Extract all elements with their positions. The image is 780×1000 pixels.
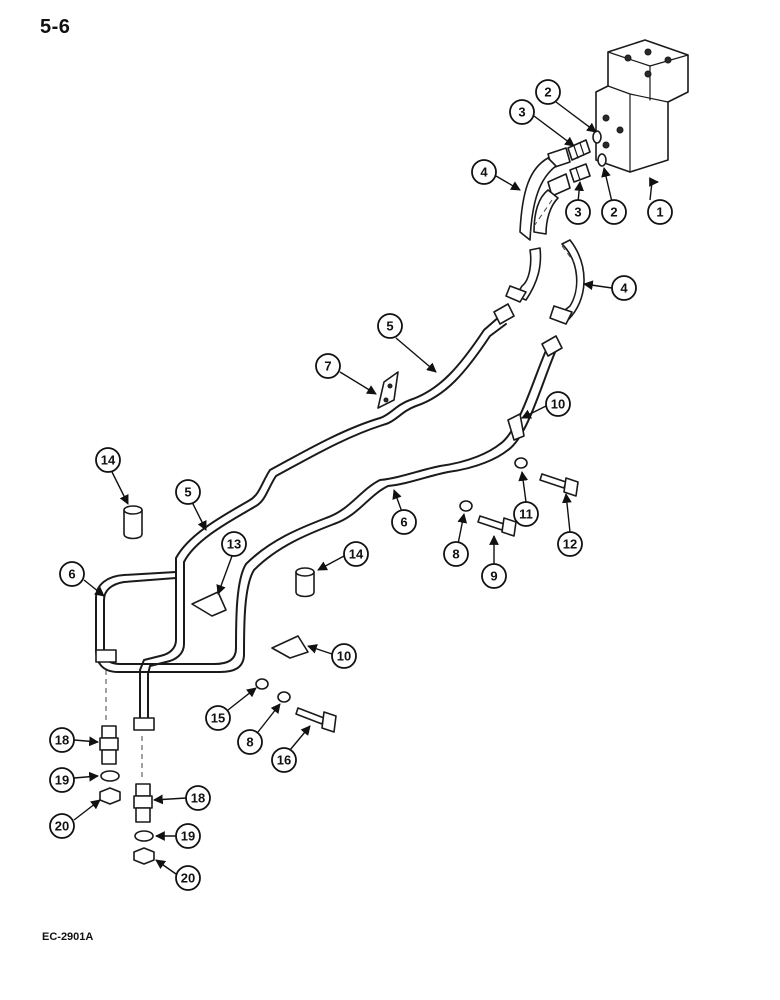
svg-text:19: 19 [181, 829, 195, 844]
callout-2-bottom: 2 [601, 167, 627, 225]
callout-16: 16 [271, 725, 311, 773]
callout-4-bottom: 4 [583, 275, 637, 301]
page-number: 5-6 [40, 16, 71, 38]
spacer-right [295, 567, 315, 598]
control-valve [595, 39, 689, 173]
callout-6-left: 6 [59, 561, 105, 597]
svg-text:2: 2 [544, 85, 551, 100]
callout-14-right: 14 [317, 541, 369, 571]
washer-11 [514, 457, 528, 469]
callout-11: 11 [513, 471, 539, 527]
adapter-lower [569, 163, 591, 183]
callout-2-top: 2 [535, 79, 597, 133]
svg-text:6: 6 [68, 567, 75, 582]
callout-15: 15 [205, 687, 257, 731]
callout-19-right: 19 [155, 823, 201, 849]
clip-lower [271, 635, 309, 659]
spacer-left [123, 505, 143, 540]
callout-19-left: 19 [49, 767, 99, 793]
bolt-9 [477, 515, 517, 537]
callout-7: 7 [315, 353, 377, 395]
svg-text:18: 18 [55, 733, 69, 748]
svg-text:18: 18 [191, 791, 205, 806]
washer-15 [255, 678, 269, 690]
callout-10-top: 10 [521, 391, 571, 419]
callout-1: 1 [647, 177, 673, 225]
o-ring-lower [597, 153, 607, 167]
steel-tube-lower [95, 335, 563, 673]
svg-text:5: 5 [184, 485, 191, 500]
callout-18-right: 18 [153, 785, 211, 811]
drawing-code: EC-2901A [42, 931, 94, 943]
bolt-16 [295, 707, 337, 733]
svg-text:3: 3 [574, 205, 581, 220]
svg-text:2: 2 [610, 205, 617, 220]
svg-text:10: 10 [551, 397, 565, 412]
callout-3-top: 3 [509, 99, 575, 147]
svg-text:14: 14 [349, 547, 364, 562]
svg-text:15: 15 [211, 711, 225, 726]
fitting-left [99, 725, 119, 765]
svg-text:20: 20 [181, 871, 195, 886]
adapter-upper [567, 139, 591, 161]
svg-text:19: 19 [55, 773, 69, 788]
svg-text:14: 14 [101, 453, 116, 468]
fitting-right [133, 783, 153, 823]
callout-3-bottom: 3 [565, 181, 591, 225]
clip-13 [191, 591, 227, 617]
svg-text:16: 16 [277, 753, 291, 768]
svg-text:20: 20 [55, 819, 69, 834]
callout-20-left: 20 [49, 799, 101, 839]
svg-text:1: 1 [656, 205, 663, 220]
bracket [377, 371, 399, 409]
svg-text:7: 7 [324, 359, 331, 374]
svg-text:4: 4 [620, 281, 628, 296]
callout-12: 12 [557, 493, 583, 557]
clip-upper [507, 413, 525, 441]
callout-8-bottom: 8 [237, 703, 281, 755]
steel-tube-upper [133, 303, 515, 731]
nut-20-right [133, 847, 155, 865]
callout-14-left: 14 [95, 447, 129, 505]
svg-text:4: 4 [480, 165, 488, 180]
svg-text:9: 9 [490, 569, 497, 584]
bolt-12 [539, 473, 579, 497]
callout-8-right: 8 [443, 513, 469, 567]
svg-text:12: 12 [563, 537, 577, 552]
svg-text:6: 6 [400, 515, 407, 530]
lock-washer-8 [459, 500, 473, 512]
svg-text:8: 8 [452, 547, 459, 562]
svg-text:13: 13 [227, 537, 241, 552]
o-ring-upper [592, 130, 602, 144]
hose-upper [505, 147, 571, 303]
callout-18-left: 18 [49, 727, 99, 753]
lock-washer-8b [277, 691, 291, 703]
callout-5-top: 5 [377, 313, 437, 373]
callout-13: 13 [216, 531, 247, 595]
washer-19-left [100, 770, 120, 782]
hose-lower [533, 173, 585, 325]
svg-text:3: 3 [518, 105, 525, 120]
callout-6-right: 6 [391, 489, 417, 535]
svg-text:11: 11 [519, 507, 533, 522]
washer-19-right [134, 830, 154, 842]
callout-10-bottom: 10 [307, 643, 357, 669]
svg-text:5: 5 [386, 319, 393, 334]
svg-text:10: 10 [337, 649, 351, 664]
nut-20-left [99, 787, 121, 805]
callout-20-right: 20 [155, 859, 201, 891]
callout-4-top: 4 [471, 159, 521, 191]
callout-5-left: 5 [175, 479, 207, 531]
callout-9: 9 [481, 535, 507, 589]
svg-text:8: 8 [246, 735, 253, 750]
